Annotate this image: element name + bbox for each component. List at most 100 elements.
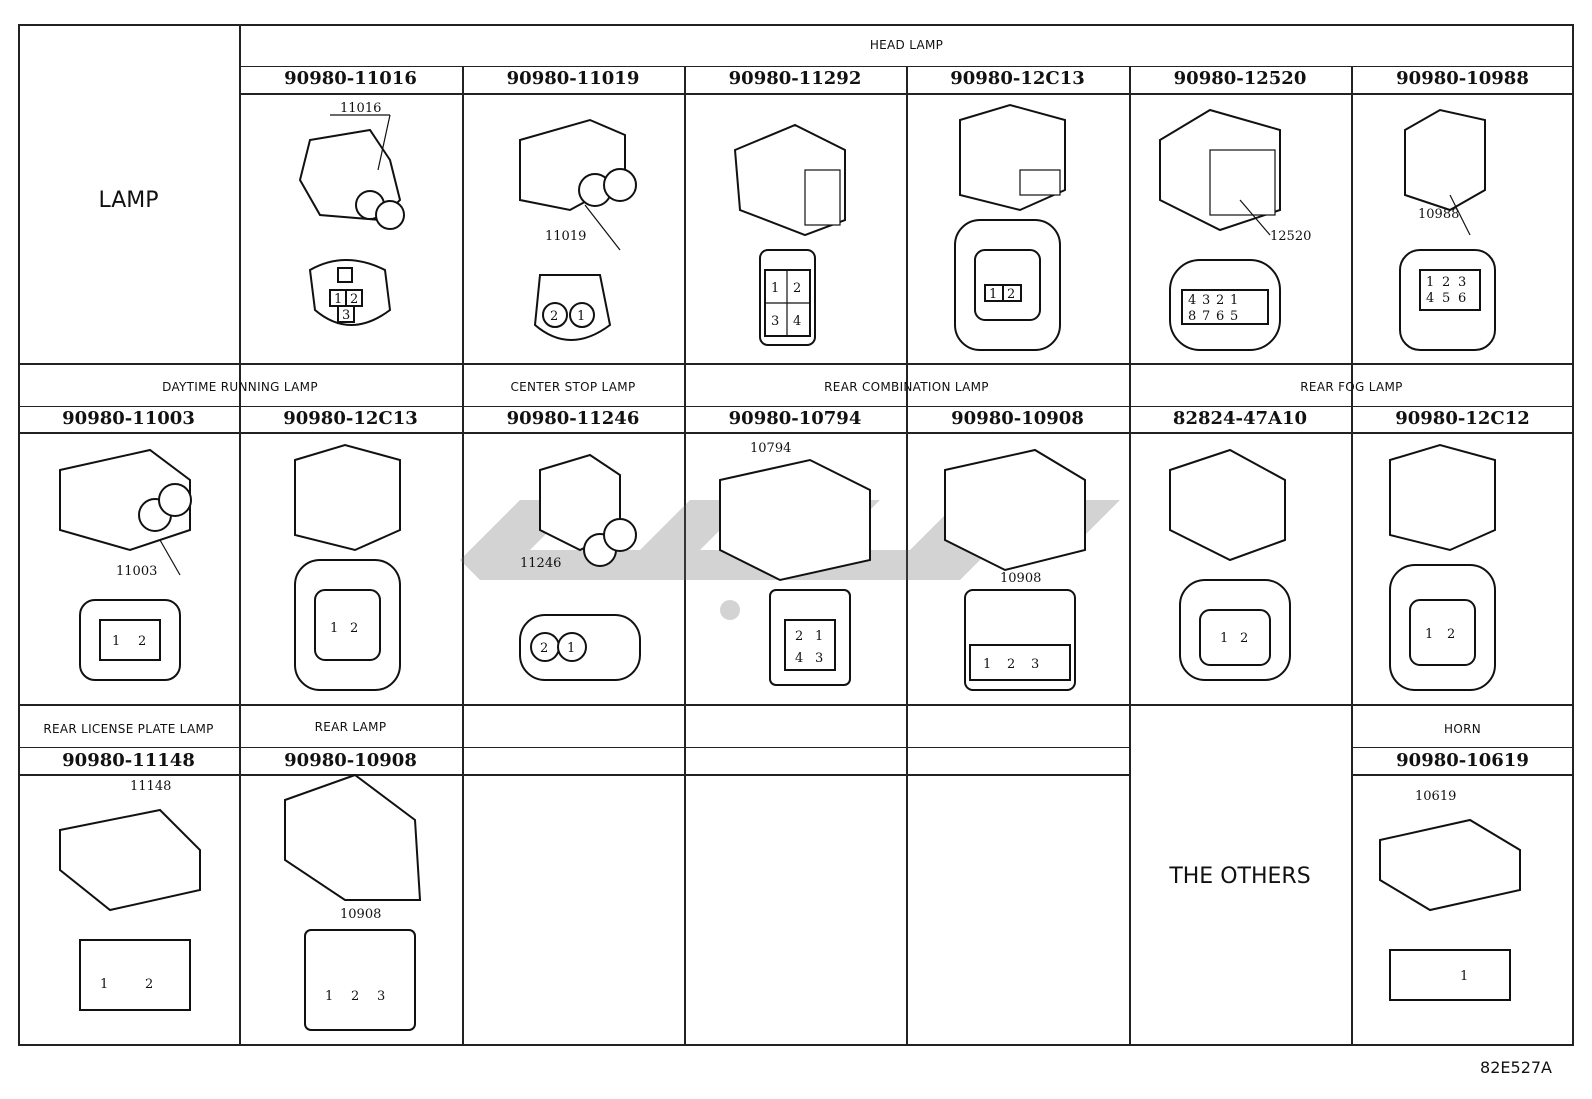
pin-number: 1: [112, 634, 120, 649]
part-number: 90980-12C13: [283, 408, 418, 429]
part-number: 90980-10908: [951, 408, 1084, 429]
callout-label: 11246: [520, 556, 561, 571]
callout-label: 11016: [340, 101, 381, 116]
pin-number: 3: [1202, 293, 1210, 308]
part-number: 90980-10619: [1396, 750, 1529, 771]
pin-number: 1: [567, 641, 575, 656]
grid-line: [239, 24, 241, 1046]
pin-number: 4: [795, 651, 803, 666]
pin-number: 7: [1202, 309, 1210, 324]
pin-number: 3: [377, 989, 385, 1004]
merged-cell-rear-combination: [686, 365, 906, 405]
pin-number: 4: [793, 314, 801, 329]
part-number: 90980-12520: [1173, 68, 1307, 89]
part-number: 90980-11019: [506, 68, 640, 89]
pin-number: 1: [325, 989, 333, 1004]
others-label: THE OTHERS: [1169, 864, 1311, 889]
pin-number: 1: [334, 292, 342, 307]
grid-line: [1129, 66, 1131, 1046]
grid-line: [1351, 66, 1353, 1046]
callout-label: 10988: [1418, 207, 1459, 222]
pin-number: 4: [1426, 291, 1434, 306]
pin-number: 1: [1220, 631, 1228, 646]
pin-number: 4: [1188, 293, 1196, 308]
pin-number: 2: [351, 989, 359, 1004]
connector-10619-drawing: 10619 1: [1379, 789, 1521, 1001]
pin-number: 3: [771, 314, 779, 329]
grid-line: [18, 406, 1574, 407]
pin-number: 5: [1442, 291, 1450, 306]
part-number: 90980-11246: [506, 408, 640, 429]
grid-line: [462, 66, 464, 1046]
connector-10908-b-drawing: 10908 1 2 3: [284, 773, 422, 1031]
callout-label: 10794: [750, 441, 791, 456]
connector-11246-drawing: 11246 2 1: [519, 453, 641, 681]
callout-label: 11003: [116, 564, 157, 579]
section-rear-license: REAR LICENSE PLATE LAMP: [43, 722, 214, 736]
callout-label: 10619: [1415, 789, 1456, 804]
part-number: 90980-11016: [284, 68, 417, 89]
callout-label: 11019: [545, 229, 586, 244]
pin-number: 1: [989, 287, 997, 302]
pin-number: 1: [1425, 627, 1433, 642]
part-number: 90980-11003: [62, 408, 195, 429]
callout-label: 10908: [1000, 571, 1041, 586]
part-number: 90980-12C13: [950, 68, 1085, 89]
pin-number: 2: [1447, 627, 1455, 642]
callout-label: 11148: [130, 779, 171, 794]
callout-label: 10908: [340, 907, 381, 922]
pin-number: 1: [577, 309, 585, 324]
grid-line: [18, 432, 1574, 434]
grid-line: [1351, 774, 1574, 776]
pin-number: 3: [1458, 275, 1466, 290]
section-rear-lamp: REAR LAMP: [314, 720, 387, 734]
section-head-lamp: HEAD LAMP: [869, 38, 944, 52]
pin-number: 2: [540, 641, 548, 656]
pin-number: 2: [1216, 293, 1224, 308]
pin-number: 2: [145, 977, 153, 992]
pin-number: 1: [1230, 293, 1238, 308]
merged-cell-rear-fog: [1131, 365, 1351, 405]
pin-number: 2: [793, 281, 801, 296]
connector-11019-drawing: 11019 2 1: [519, 118, 637, 341]
grid-line: [18, 747, 1129, 748]
connector-10908-drawing: 10908 1 2 3: [944, 448, 1086, 691]
pin-number: 2: [795, 629, 803, 644]
figure-code: 82E527A: [1480, 1058, 1552, 1077]
grid-line: [18, 774, 1129, 776]
grid-line: [906, 66, 908, 1046]
section-rear-combination: REAR COMBINATION LAMP: [824, 380, 989, 394]
pin-number: 1: [100, 977, 108, 992]
pin-number: 6: [1458, 291, 1466, 306]
pin-number: 3: [1031, 657, 1039, 672]
section-horn: HORN: [1444, 722, 1481, 736]
pin-number: 8: [1188, 309, 1196, 324]
pin-number: 1: [815, 629, 823, 644]
pin-number: 1: [771, 281, 779, 296]
pin-number: 3: [815, 651, 823, 666]
part-number: 82824-47A10: [1172, 408, 1308, 429]
connector-table: [18, 24, 1574, 1046]
grid-line: [684, 66, 686, 1046]
merged-cell-others: [1131, 706, 1351, 1044]
pin-number: 5: [1230, 309, 1238, 324]
grid-line: [1351, 747, 1574, 748]
pin-number: 2: [550, 309, 558, 324]
pin-number: 2: [1007, 657, 1015, 672]
lamp-title: LAMP: [98, 188, 159, 213]
part-number: 90980-12C12: [1395, 408, 1530, 429]
section-daytime: DAYTIME RUNNING LAMP: [162, 380, 318, 394]
pin-number: 2: [1007, 287, 1015, 302]
pin-number: 1: [1460, 969, 1468, 984]
grid-line: [18, 704, 1574, 706]
pin-number: 1: [983, 657, 991, 672]
grid-line: [18, 363, 1574, 365]
pin-number: 2: [1442, 275, 1450, 290]
